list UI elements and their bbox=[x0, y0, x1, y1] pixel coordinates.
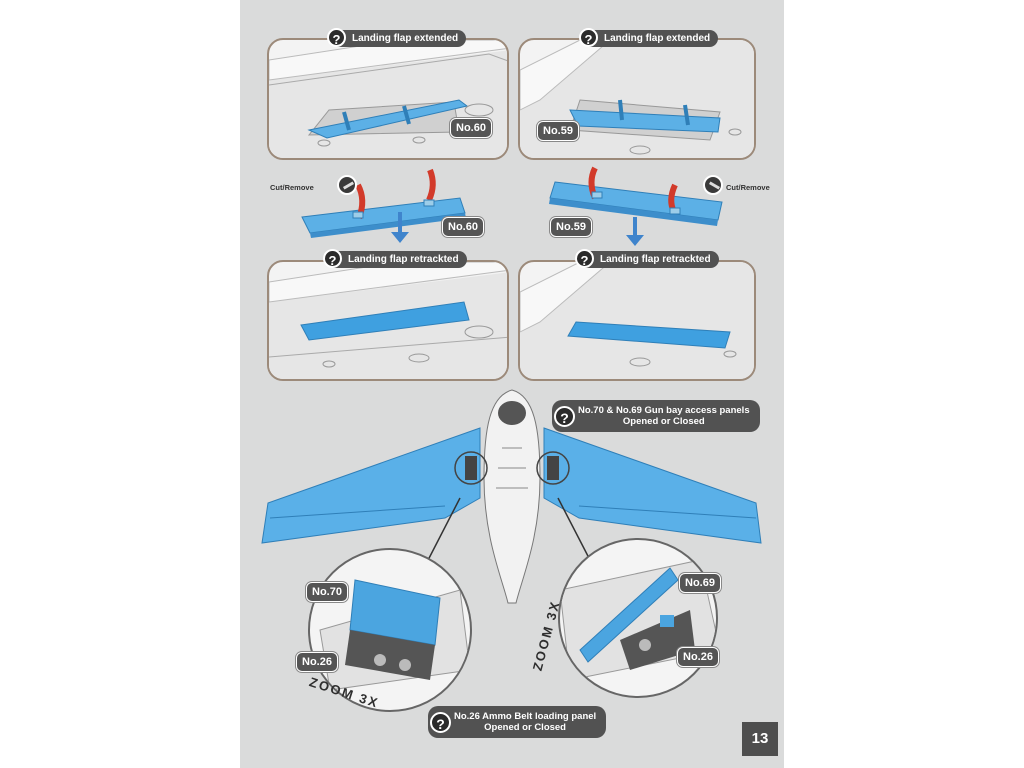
question-icon: ? bbox=[579, 28, 598, 47]
knife-icon bbox=[703, 175, 723, 195]
part-label-flap-left: No.60 bbox=[442, 217, 484, 237]
aircraft-top-view bbox=[261, 389, 762, 604]
part-label-no26-left: No.26 bbox=[296, 652, 338, 672]
part-label-no26-right: No.26 bbox=[677, 647, 719, 667]
gun-bay-left-detail bbox=[319, 579, 470, 691]
part-label-no69: No.69 bbox=[679, 573, 721, 593]
zoom-circle-left bbox=[308, 548, 472, 712]
part-label-flap-right: No.59 bbox=[550, 217, 592, 237]
knife-icon bbox=[337, 175, 357, 195]
instruction-page: ? Landing flap extended No.60 ? Landing … bbox=[240, 0, 784, 768]
cut-remove-label-left: Cut/Remove bbox=[270, 183, 314, 192]
cut-remove-label-right: Cut/Remove bbox=[726, 183, 770, 192]
question-icon: ? bbox=[323, 249, 342, 268]
wing-flap-illustration bbox=[269, 40, 507, 158]
panel-title-tr: ? Landing flap extended bbox=[579, 28, 719, 47]
zoom-circle-right bbox=[558, 538, 718, 698]
wing-flap-illustration bbox=[520, 40, 754, 158]
panel-flap-extended-right bbox=[518, 38, 756, 160]
panel-flap-retracted-left bbox=[267, 260, 509, 381]
wing-flap-illustration bbox=[269, 262, 507, 379]
part-label-tr: No.59 bbox=[537, 121, 579, 141]
panel-title-tl: ? Landing flap extended bbox=[327, 28, 467, 47]
panel-flap-retracted-right bbox=[518, 260, 756, 381]
page-number: 13 bbox=[742, 722, 778, 756]
part-label-no70: No.70 bbox=[306, 582, 348, 602]
gun-bay-right-detail bbox=[560, 559, 716, 681]
question-icon: ? bbox=[327, 28, 346, 47]
question-icon: ? bbox=[575, 249, 594, 268]
gun-bay-callout: ? No.70 & No.69 Gun bay access panels Op… bbox=[552, 400, 760, 432]
panel-flap-extended-left bbox=[267, 38, 509, 160]
ammo-callout: ? No.26 Ammo Belt loading panel Opened o… bbox=[428, 706, 607, 738]
part-label-tl: No.60 bbox=[450, 118, 492, 138]
question-icon: ? bbox=[430, 712, 451, 733]
panel-title-bl: ? Landing flap retrackted bbox=[323, 249, 467, 268]
flap-detail-illustration bbox=[301, 166, 723, 246]
question-icon: ? bbox=[554, 406, 575, 427]
wing-flap-illustration bbox=[520, 262, 754, 379]
panel-title-br: ? Landing flap retrackted bbox=[575, 249, 719, 268]
